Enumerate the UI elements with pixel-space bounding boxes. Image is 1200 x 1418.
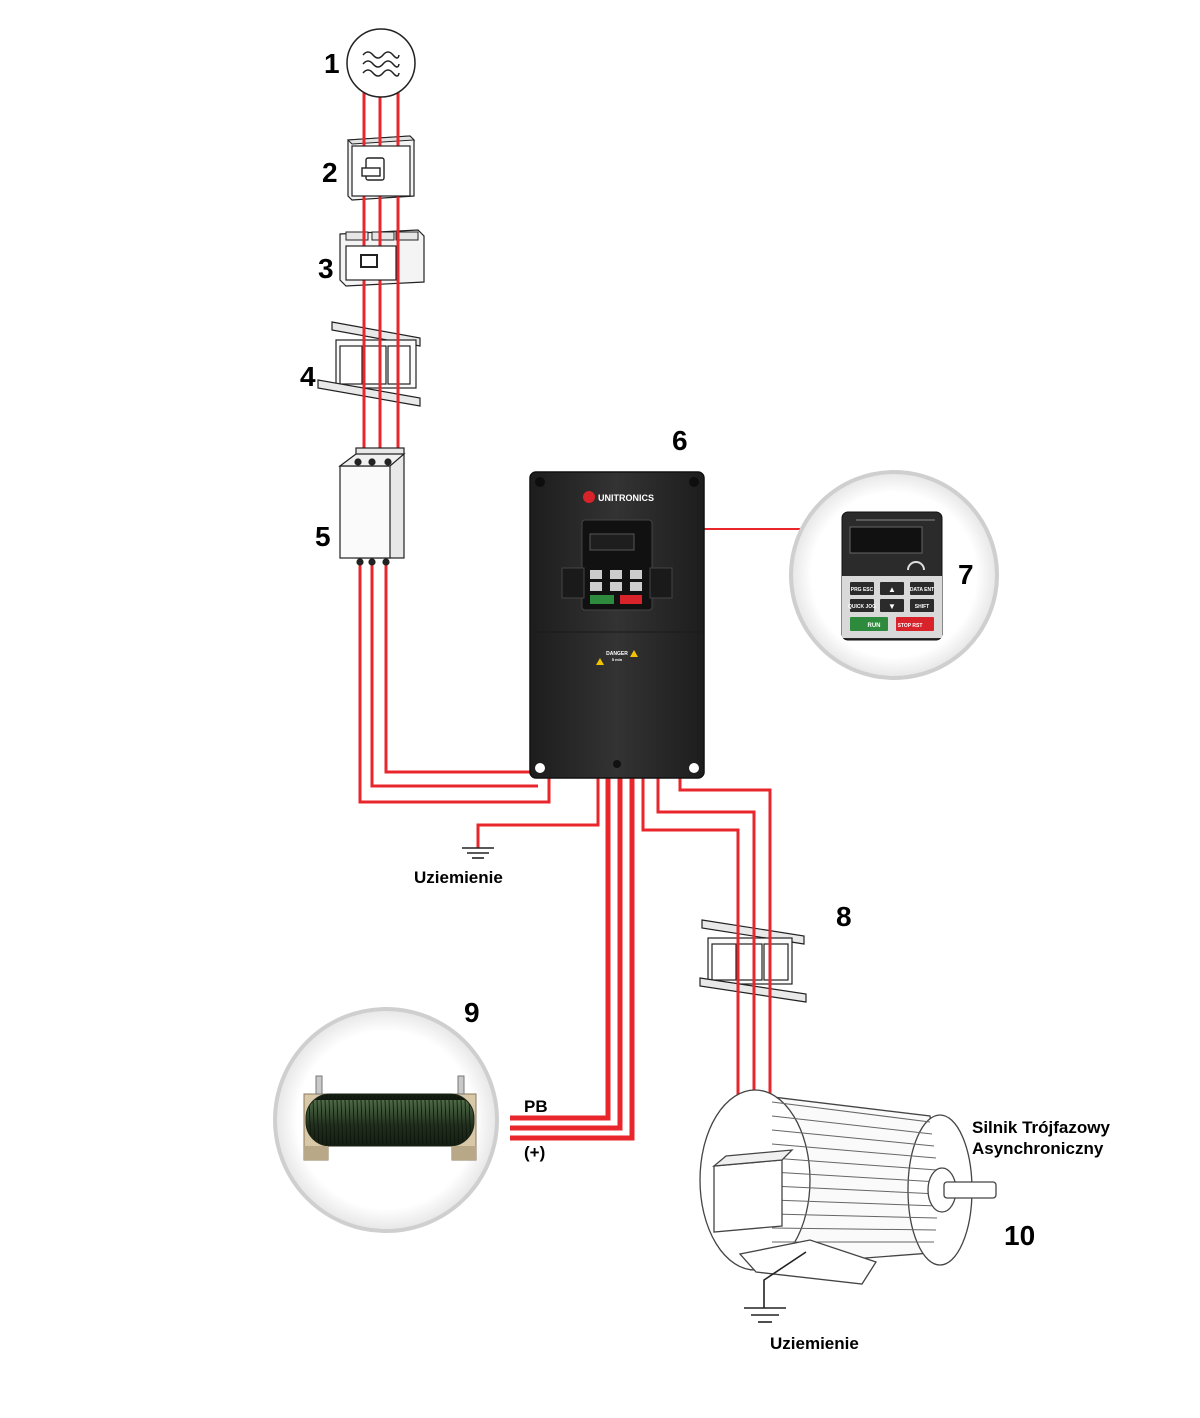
svg-text:DANGER: DANGER bbox=[606, 651, 628, 657]
switch-lever-icon bbox=[361, 157, 385, 181]
component-number-4: 4 bbox=[300, 361, 316, 392]
component-number-6: 6 bbox=[672, 425, 688, 456]
prg-esc-button: PRG ESC bbox=[851, 587, 874, 593]
brake-wires bbox=[510, 778, 635, 1141]
inverter-keypad bbox=[561, 519, 673, 611]
terminal-pb-label: PB bbox=[524, 1097, 548, 1116]
ground-symbol-left bbox=[462, 847, 494, 859]
terminal-plus-label: (+) bbox=[524, 1143, 545, 1162]
ground-label-right: Uziemienie bbox=[770, 1334, 859, 1353]
keypad-detail: PRG ESC ▲ DATA ENT QUICK JOG ▼ SHIFT RUN… bbox=[789, 470, 999, 680]
ground-symbol-right bbox=[744, 1251, 807, 1323]
stop-rst-button: STOP RST bbox=[898, 623, 923, 629]
run-button: RUN bbox=[868, 623, 881, 629]
keypad-button-labels: PRG ESC ▲ DATA ENT QUICK JOG ▼ SHIFT RUN… bbox=[848, 585, 934, 629]
component-number-5: 5 bbox=[315, 521, 331, 552]
ac-wave-icon bbox=[362, 51, 400, 77]
motor-label-line1: Silnik Trójfazowy bbox=[972, 1118, 1110, 1137]
svg-text:UNITRONICS: UNITRONICS bbox=[598, 493, 654, 503]
up-button: ▲ bbox=[888, 585, 896, 594]
component-number-8: 8 bbox=[836, 901, 852, 932]
danger-label: DANGER 5 min bbox=[596, 650, 638, 665]
component-number-10: 10 bbox=[1004, 1220, 1035, 1251]
three-phase-motor bbox=[699, 1089, 997, 1285]
svg-text:5 min: 5 min bbox=[612, 657, 623, 662]
component-number-1: 1 bbox=[324, 48, 340, 79]
inverter: UNITRONICS DANGER 5 min bbox=[529, 471, 705, 779]
component-number-9: 9 bbox=[464, 997, 480, 1028]
component-number-3: 3 bbox=[318, 253, 334, 284]
circuit-breaker bbox=[346, 135, 416, 201]
output-reactor bbox=[699, 916, 807, 1006]
shift-button: SHIFT bbox=[915, 604, 929, 610]
brand-logo: UNITRONICS bbox=[583, 491, 654, 503]
quick-jog-button: QUICK JOG bbox=[848, 604, 876, 610]
brake-resistor bbox=[273, 1007, 499, 1233]
component-number-2: 2 bbox=[322, 157, 338, 188]
component-number-7: 7 bbox=[958, 559, 974, 590]
keypad-buttons bbox=[850, 582, 934, 631]
power-source bbox=[346, 28, 416, 98]
emi-filter bbox=[338, 447, 406, 566]
motor-label-line2: Asynchroniczny bbox=[972, 1139, 1104, 1158]
input-reactor bbox=[317, 318, 421, 410]
contactor bbox=[339, 226, 425, 290]
data-ent-button: DATA ENT bbox=[910, 587, 934, 593]
ground-label-left: Uziemienie bbox=[414, 868, 503, 887]
down-button: ▼ bbox=[888, 602, 896, 611]
